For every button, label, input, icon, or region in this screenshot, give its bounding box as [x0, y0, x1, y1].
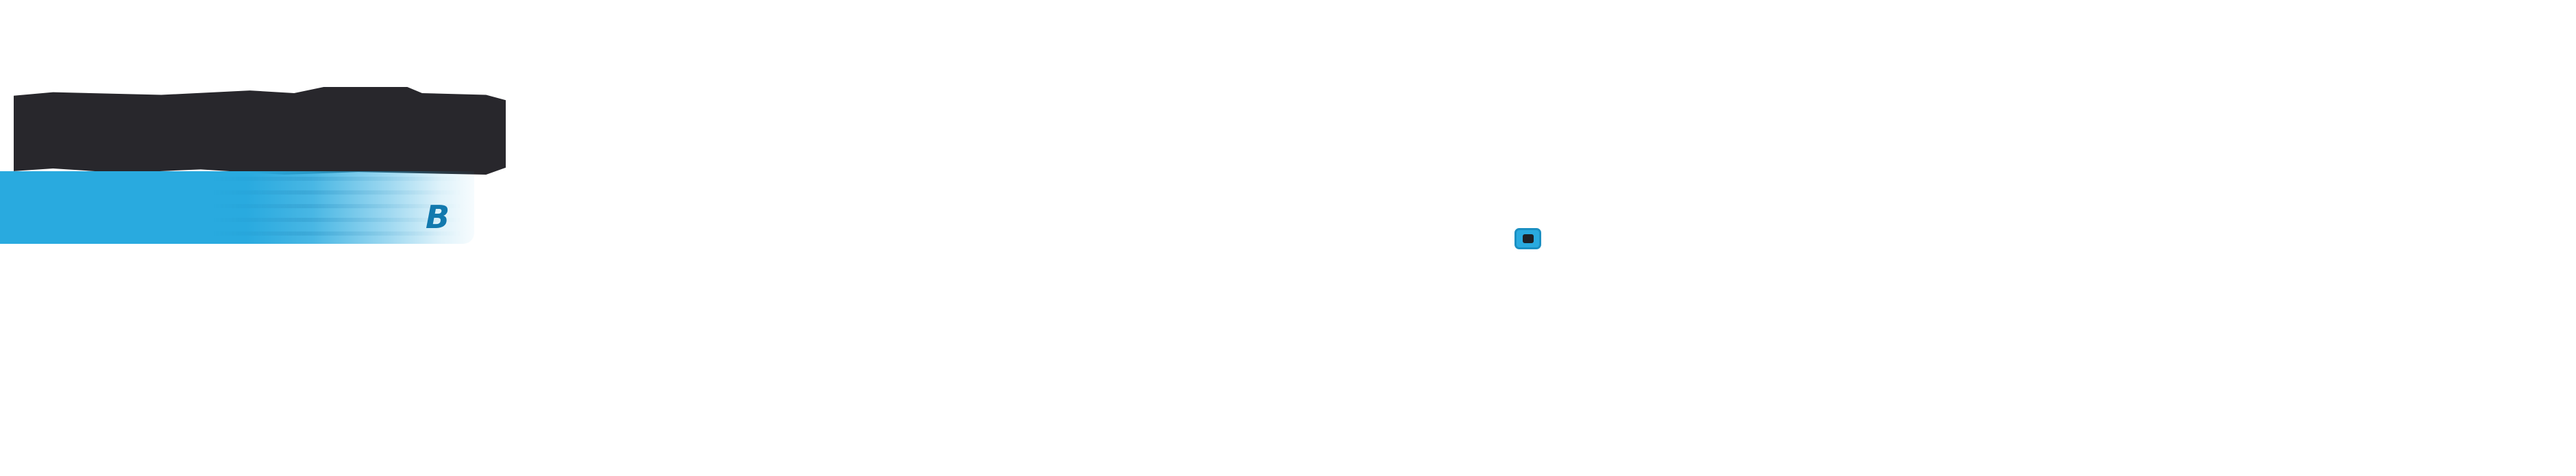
logo-dark-shape: [14, 87, 506, 175]
logo-cyan-bar: B: [0, 171, 474, 244]
media-badge-inner-shape: [1522, 234, 1534, 243]
logo[interactable]: B: [0, 0, 535, 260]
logo-letter: B: [425, 199, 450, 236]
media-badge-icon[interactable]: [1514, 228, 1541, 249]
